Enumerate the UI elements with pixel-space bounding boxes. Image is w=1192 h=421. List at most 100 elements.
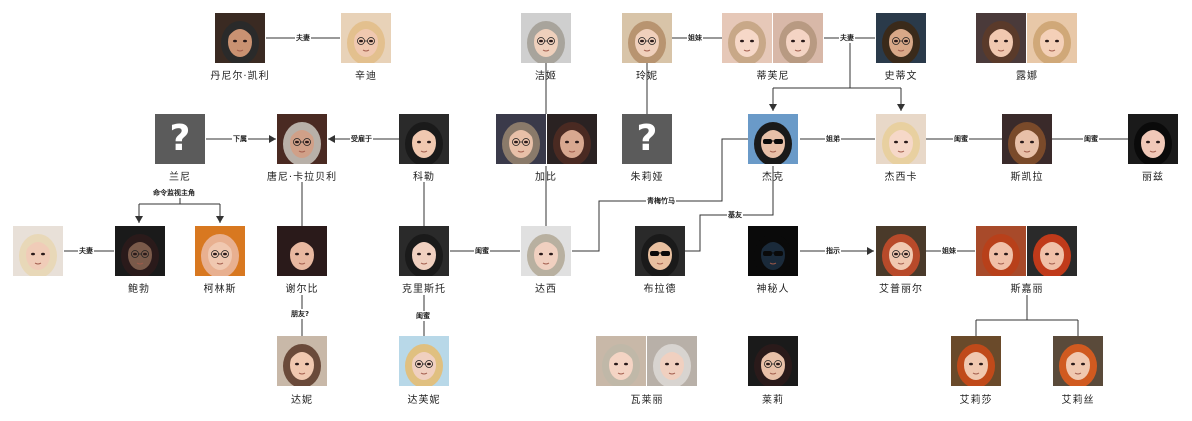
portrait-dani	[277, 336, 327, 386]
character-name-steven: 史蒂文	[884, 71, 918, 82]
relation-label-xierbi-dani: 朋友?	[290, 309, 311, 319]
relation-label-zhenni-tiffany: 姐妹	[687, 33, 703, 43]
character-name-daxi: 达西	[535, 284, 557, 295]
character-name-walaili: 瓦莱丽	[630, 395, 664, 406]
character-name-xierbi: 谢尔比	[285, 284, 319, 295]
portrait-image-tiffany2	[773, 13, 823, 63]
character-name-april: 艾普丽尔	[879, 284, 923, 295]
portrait-married	[13, 226, 63, 276]
portrait-luna1	[976, 13, 1026, 63]
portrait-image-ailisha	[951, 336, 1001, 386]
portrait-image-steven	[876, 13, 926, 63]
relation-label-april-scarlett: 姐妹	[941, 246, 957, 256]
character-name-ailisha: 艾莉莎	[959, 395, 993, 406]
portrait-image-cindy	[341, 13, 391, 63]
relation-label-lanni-tony: 下属	[232, 134, 248, 144]
portrait-tony	[277, 114, 327, 164]
portrait-image-laili	[748, 336, 798, 386]
relation-label-jack-brad: 基友	[727, 210, 743, 220]
portrait-baobo	[115, 226, 165, 276]
relation-label-jack-jessica: 姐弟	[825, 134, 841, 144]
portrait-image-luna2	[1027, 13, 1077, 63]
character-name-luna: 露娜	[1016, 71, 1038, 82]
character-name-sijiali: 斯嘉丽	[1010, 284, 1044, 295]
portrait-dafini	[399, 336, 449, 386]
character-name-kelins: 柯林斯	[203, 284, 237, 295]
portrait-image-kele	[399, 114, 449, 164]
character-name-bulad: 布拉德	[643, 284, 677, 295]
character-name-zhuliya: 朱莉娅	[630, 172, 664, 183]
portrait-image-daxi	[521, 226, 571, 276]
portrait-image-kelins	[195, 226, 245, 276]
portrait-image-sijiali1	[976, 226, 1026, 276]
portrait-ailisi	[1053, 336, 1103, 386]
character-name-baobo: 鲍勃	[128, 284, 150, 295]
portrait-tiffany2	[773, 13, 823, 63]
portrait-luna2	[1027, 13, 1077, 63]
portrait-kelins	[195, 226, 245, 276]
character-name-lizi: 丽兹	[1142, 172, 1164, 183]
character-name-dani: 达妮	[291, 395, 313, 406]
relation-label-krista-dafini: 闺蜜	[415, 311, 431, 321]
portrait-bulad	[635, 226, 685, 276]
portrait-image-jiabi1	[496, 114, 546, 164]
portrait-image-married	[13, 226, 63, 276]
portrait-tiffany1	[722, 13, 772, 63]
character-name-jiabi: 加比	[535, 172, 557, 183]
portrait-image-dani	[277, 336, 327, 386]
portrait-image-tony	[277, 114, 327, 164]
character-name-laili: 莱莉	[762, 395, 784, 406]
portrait-image-tiffany1	[722, 13, 772, 63]
portrait-ailisha	[951, 336, 1001, 386]
relation-label-tiffany-steven: 夫妻	[839, 33, 855, 43]
portrait-skyla	[1002, 114, 1052, 164]
relation-label-skyla-lizi: 闺蜜	[1083, 134, 1099, 144]
portrait-image-walaili1	[596, 336, 646, 386]
relation-label-kele-tony: 受雇于	[350, 134, 373, 144]
character-name-kele: 科勒	[413, 172, 435, 183]
character-name-krista: 克里斯托	[402, 284, 446, 295]
portrait-mystery	[748, 226, 798, 276]
character-name-jack: 杰克	[762, 172, 784, 183]
portrait-image-jack	[748, 114, 798, 164]
portrait-image-jiabi2	[547, 114, 597, 164]
portrait-image-luna1	[976, 13, 1026, 63]
character-name-ailisi: 艾莉丝	[1061, 395, 1095, 406]
relation-label-married-bob: 夫妻	[78, 246, 94, 256]
character-name-tony: 唐尼·卡拉贝利	[266, 172, 338, 183]
portrait-image-bulad	[635, 226, 685, 276]
portrait-image-sijiali2	[1027, 226, 1077, 276]
relation-label-jessica-skyla: 闺蜜	[953, 134, 969, 144]
portrait-image-skyla	[1002, 114, 1052, 164]
portrait-sijiali1	[976, 226, 1026, 276]
portrait-image-daniel	[215, 13, 265, 63]
portrait-zhenni	[622, 13, 672, 63]
portrait-image-jiaji	[521, 13, 571, 63]
portrait-image-walaili2	[647, 336, 697, 386]
character-name-zhenni: 玲妮	[636, 71, 658, 82]
portrait-image-baobo	[115, 226, 165, 276]
relation-label-daxi-jack: 青梅竹马	[646, 196, 676, 206]
portrait-image-lizi	[1128, 114, 1178, 164]
character-name-jessica: 杰西卡	[884, 172, 918, 183]
relation-label-lanni-orders: 命令监视主角	[152, 188, 196, 198]
portrait-image-xierbi	[277, 226, 327, 276]
character-name-tiffany: 蒂芙尼	[756, 71, 790, 82]
character-name-cindy: 辛迪	[355, 71, 377, 82]
character-name-lanni: 兰尼	[169, 172, 191, 183]
portrait-image-mystery	[748, 226, 798, 276]
relation-label-krista-daxi: 闺蜜	[474, 246, 490, 256]
portrait-lizi	[1128, 114, 1178, 164]
unknown-portrait-lanni: ?	[155, 114, 205, 164]
portrait-image-ailisi	[1053, 336, 1103, 386]
unknown-portrait-zhuliya: ?	[622, 114, 672, 164]
portrait-xierbi	[277, 226, 327, 276]
relation-label-mystery-april: 指示	[825, 246, 841, 256]
portrait-cindy	[341, 13, 391, 63]
portrait-daxi	[521, 226, 571, 276]
portrait-jack	[748, 114, 798, 164]
portrait-image-dafini	[399, 336, 449, 386]
portrait-jessica	[876, 114, 926, 164]
portrait-laili	[748, 336, 798, 386]
